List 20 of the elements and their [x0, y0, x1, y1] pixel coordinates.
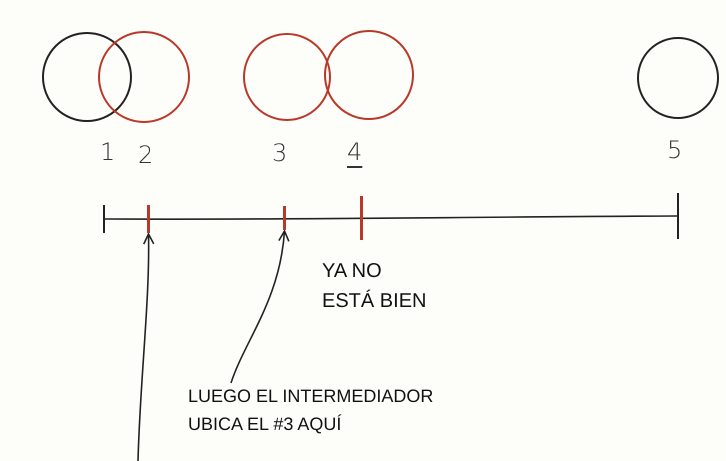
tick-mark — [283, 206, 286, 230]
circle — [42, 32, 132, 122]
tick-mark — [677, 193, 679, 239]
circle — [98, 31, 190, 123]
note-text: YA NO ESTÁ BIEN — [322, 259, 428, 314]
number-label: 3 — [272, 139, 288, 167]
arrow — [137, 233, 154, 461]
tick-mark — [360, 196, 363, 240]
tick-mark — [147, 205, 150, 233]
circle — [324, 30, 414, 120]
number-label: 1 — [100, 138, 116, 166]
number-label: 4 — [347, 138, 362, 166]
number-line — [105, 215, 677, 220]
number-label: 2 — [138, 141, 154, 169]
circle — [243, 33, 331, 121]
circle — [637, 37, 719, 119]
tick-mark — [103, 205, 105, 233]
number-label: 5 — [667, 136, 682, 164]
note-text: LUEGO EL INTERMEDIADOR UBICA EL #3 AQUÍ — [188, 385, 434, 436]
arrow — [230, 230, 290, 384]
